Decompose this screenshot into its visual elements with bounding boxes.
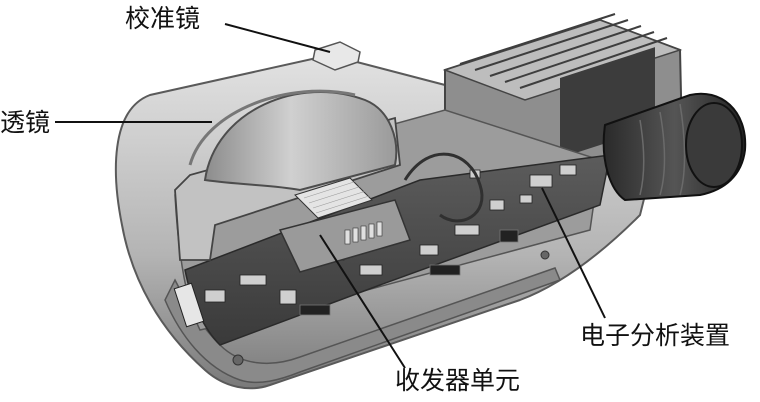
mounting-hole-left xyxy=(232,354,244,366)
leader-calibration-mirror xyxy=(224,23,331,53)
antenna-chip xyxy=(294,177,373,219)
leader-transceiver xyxy=(319,234,406,369)
connector-ribs xyxy=(639,103,686,196)
transceiver-pins xyxy=(344,221,383,245)
label-calibration-mirror: 校准镜 xyxy=(125,4,201,33)
connector-face xyxy=(685,102,743,188)
board-labels-strip xyxy=(173,282,205,328)
heat-sink-top xyxy=(442,19,683,101)
label-transceiver-unit: 收发器单元 xyxy=(395,366,521,395)
lens-rim-inner xyxy=(188,89,356,166)
internal-cable xyxy=(403,152,484,223)
board-chips xyxy=(299,229,519,316)
calibration-mirror-knob xyxy=(312,41,361,71)
lens-dome xyxy=(203,91,398,192)
label-electronic-analysis: 电子分析装置 xyxy=(580,321,731,350)
mounting-hole-right xyxy=(540,250,550,260)
leader-lines xyxy=(55,23,606,369)
label-lens: 透镜 xyxy=(0,108,51,137)
antenna-chip-grid xyxy=(303,180,370,214)
heat-sink-fins xyxy=(459,13,668,89)
leader-electronics xyxy=(541,187,606,319)
